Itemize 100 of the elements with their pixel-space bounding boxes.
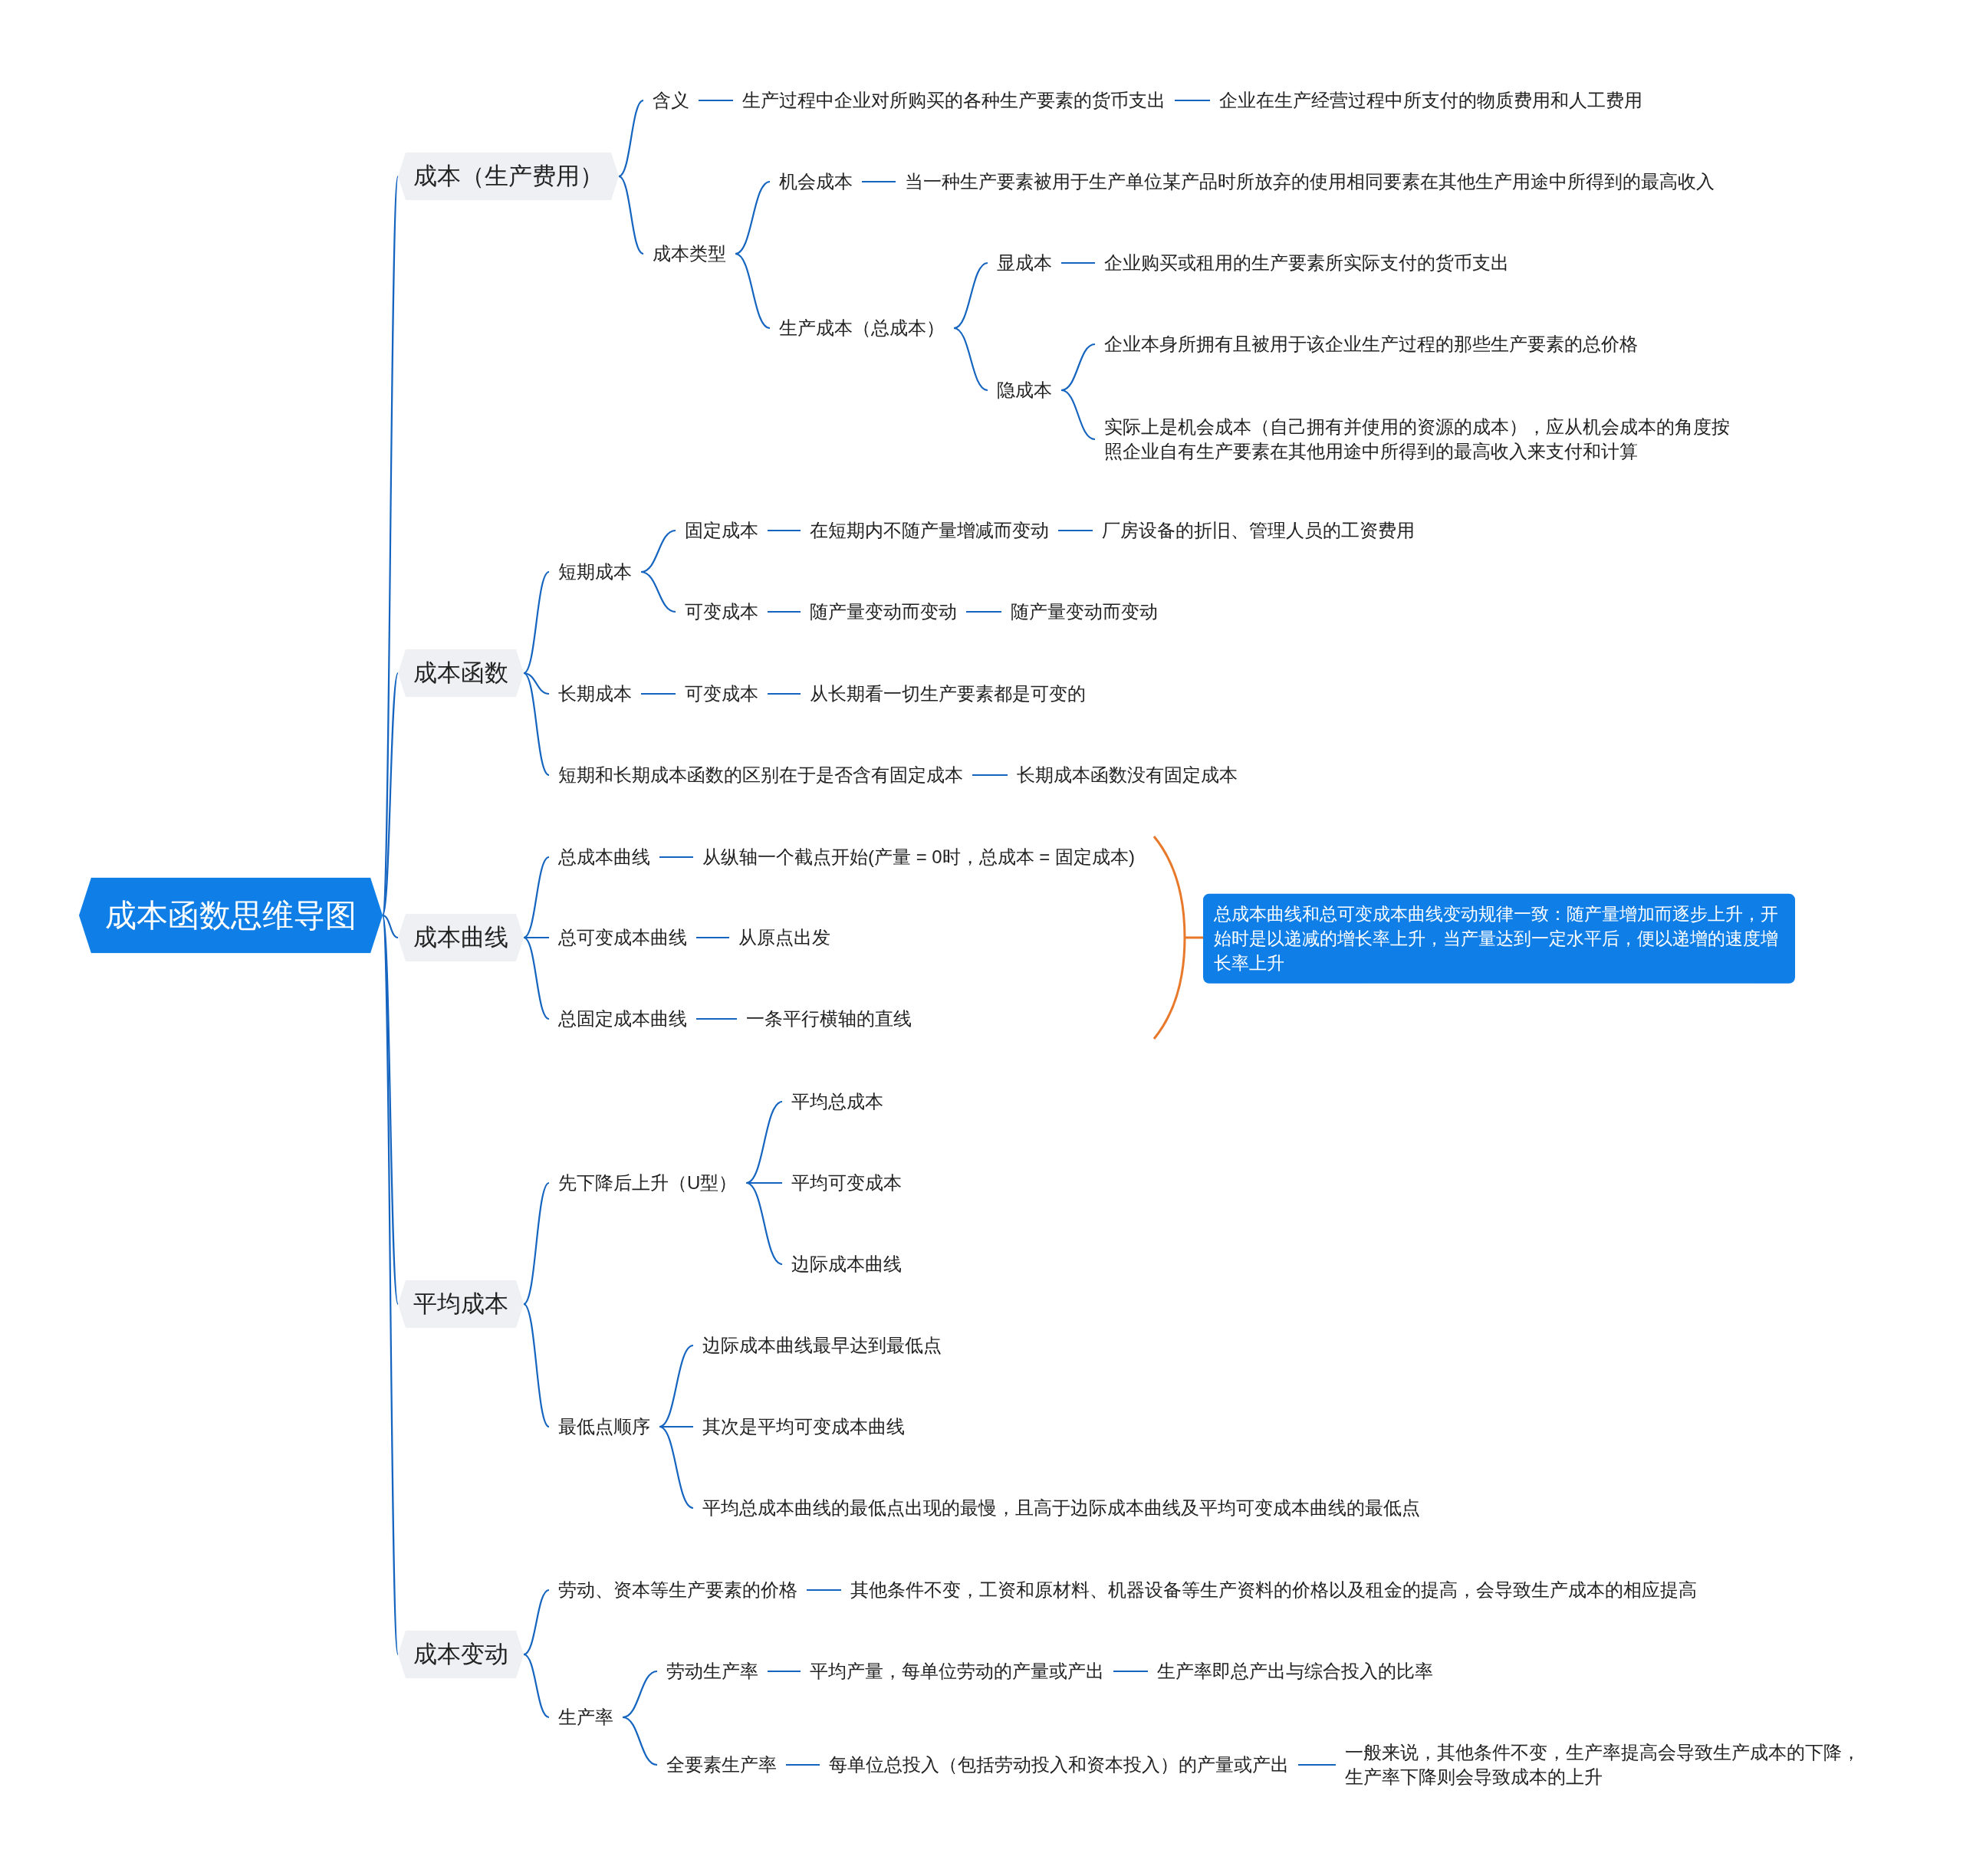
connector-line [622,1716,658,1766]
connector-line [953,327,988,392]
connector-line [746,1181,782,1184]
topic-text: 企业在生产经营过程中所支付的物质费用和人工费用 [1210,84,1652,117]
topic-text: 含义 [643,84,699,117]
topic-text: 从长期看一切生产要素都是可变的 [801,678,1095,710]
connector-line [696,936,729,939]
topic-text: 其他条件不变，工资和原材料、机器设备等生产资料的价格以及租金的提高，会导致生产成本的相应提高 [841,1574,1706,1606]
main-topic: 成本（生产费用） [398,153,619,200]
connector-line [523,1654,550,1718]
topic-text: 生产率 [549,1701,623,1733]
connector-line [786,1763,820,1766]
topic-text: 实际上是机会成本（自己拥有并使用的资源的成本），应从机会成本的角度按照企业自有生产要素在其他用途中所得到的最高收入来支付和计算 [1095,411,1747,468]
central-topic: 成本函数思维导图 [79,877,383,954]
topic-text: 在短期内不随产量增减而变动 [801,514,1058,547]
topic-text: 每单位总投入（包括劳动投入和资本投入）的产量或产出 [820,1749,1298,1781]
topic-text: 隐成本 [988,374,1061,406]
topic-text: 当一种生产要素被用于生产单位某产品时所放弃的使用相同要素在其他生产用途中所得到的最高收入 [896,166,1724,198]
topic-text: 平均总成本 [782,1086,893,1118]
topic-text: 边际成本曲线 [782,1248,911,1280]
connector-line [659,1425,693,1428]
connector-line [735,252,771,330]
topic-text: 一条平行横轴的直线 [737,1003,921,1035]
topic-text: 平均产量，每单位劳动的产量或产出 [801,1655,1113,1687]
connector-line [862,180,896,183]
topic-text: 企业购买或租用的生产要素所实际支付的货币支出 [1095,247,1518,279]
topic-text: 劳动生产率 [657,1655,768,1687]
connector-line [622,1670,658,1719]
connector-line [659,1345,694,1428]
topic-text: 显成本 [988,247,1061,279]
connector-line [1061,261,1095,264]
topic-text: 机会成本 [770,166,862,198]
connector-line [659,856,693,859]
topic-text: 厂房设备的折旧、管理人员的工资费用 [1093,514,1424,547]
connector-line [953,261,988,330]
connector-line [523,856,550,938]
topic-text: 先下降后上升（U型） [549,1167,747,1199]
connector-line [523,1589,550,1655]
topic-text: 短期成本 [549,556,641,588]
connector-line [618,176,644,255]
topic-text: 劳动、资本等生产要素的价格 [549,1574,807,1606]
connector-line [523,672,550,776]
topic-text: 可变成本 [676,678,768,710]
topic-text: 长期成本函数没有固定成本 [1008,759,1247,791]
topic-text: 企业本身所拥有且被用于该企业生产过程的那些生产要素的总价格 [1095,328,1647,360]
topic-text: 一般来说，其他条件不变，生产率提高会导致生产成本的下降，生产率下降则会导致成本的上升 [1336,1736,1873,1793]
connector-line [1113,1670,1148,1673]
topic-text: 随产量变动而变动 [1001,596,1167,628]
connector-line [745,1181,783,1266]
connector-line [523,1303,550,1428]
connector-line [382,914,399,939]
connector-line [641,692,676,695]
connector-line [807,1589,841,1592]
topic-text: 生产率即总产出与综合投入的比率 [1148,1655,1442,1687]
connector-line [966,610,1001,613]
connector-line [768,692,801,695]
connector-line [768,1670,801,1673]
topic-text: 生产成本（总成本） [770,312,954,344]
topic-text: 全要素生产率 [657,1749,786,1781]
connector-line [1060,343,1096,392]
connector-line [659,1426,694,1509]
topic-text: 边际成本曲线最早达到最低点 [693,1329,951,1362]
topic-text: 平均总成本曲线的最低点出现的最慢，且高于边际成本曲线及平均可变成本曲线的最低点 [693,1492,1429,1524]
connector-line [640,570,676,613]
topic-text: 总成本曲线 [549,841,659,873]
topic-text: 平均可变成本 [782,1167,911,1199]
connector-line [768,529,801,532]
topic-text: 随产量变动而变动 [801,596,966,628]
topic-text: 成本类型 [643,238,735,270]
connector-line [1175,99,1210,102]
main-topic: 成本函数 [398,649,524,697]
connector-line [1058,529,1093,532]
connector-line [768,610,801,613]
connector-line [972,774,1008,777]
topic-text: 总固定成本曲线 [549,1003,696,1035]
connector-line [699,99,733,102]
connector-line [1060,389,1096,441]
topic-text: 从纵轴一个截点开始(产量 = 0时，总成本 = 固定成本) [693,841,1145,873]
connector-line [618,100,644,177]
topic-text: 生产过程中企业对所购买的各种生产要素的货币支出 [733,84,1175,117]
connector-line [523,1182,550,1305]
topic-text: 总可变成本曲线 [549,922,696,954]
connector-line [523,937,550,1020]
main-topic: 平均成本 [398,1280,524,1328]
connector-line [523,571,550,674]
topic-text: 可变成本 [676,596,768,628]
main-topic: 成本曲线 [398,914,524,961]
connector-line [524,936,549,939]
topic-text: 长期成本 [549,678,641,710]
connector-line [1298,1763,1336,1766]
main-topic: 成本变动 [398,1631,524,1678]
topic-text: 最低点顺序 [549,1411,659,1443]
topic-text: 短期和长期成本函数的区别在于是否含有固定成本 [549,759,972,791]
topic-text: 其次是平均可变成本曲线 [693,1411,914,1443]
summary-note: 总成本曲线和总可变成本曲线变动规律一致：随产量增加而逐步上升，开始时是以递减的增长率上升，当产量达到一定水平后，便以递增的速度增长率上升 [1203,893,1795,984]
topic-text: 固定成本 [676,514,768,547]
connector-line [735,180,771,255]
connector-line [696,1017,737,1020]
connector-line [745,1100,783,1184]
topic-text: 从原点出发 [729,922,840,954]
